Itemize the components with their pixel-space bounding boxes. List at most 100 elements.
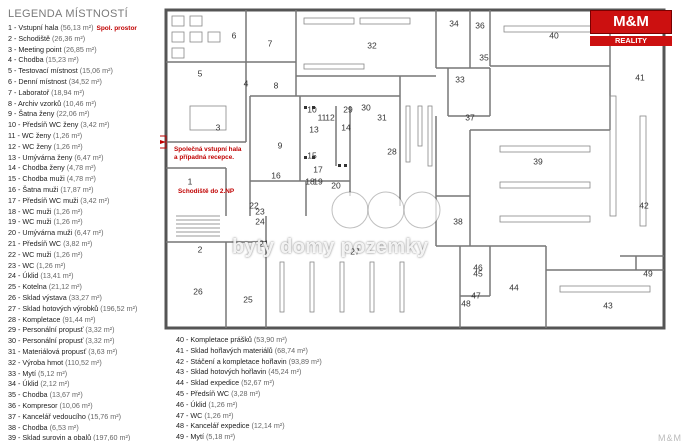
legend-item: 26 - Sklad výstava (33,27 m²): [8, 294, 102, 302]
room-number: 31: [377, 112, 387, 122]
watermark-text: byty domy pozemky: [232, 236, 429, 258]
legend-item: 46 - Úklid (1,26 m²): [176, 399, 238, 409]
legend-item-area: (45,24 m²): [268, 367, 302, 377]
room-number: 45: [473, 268, 483, 278]
legend-item-label: 34 - Úklid: [8, 379, 41, 389]
legend-item: 48 - Kancelář expedice (12,14 m²): [176, 422, 285, 430]
legend-item: 32 - Výroba hmot (110,52 m²): [8, 358, 102, 367]
legend-item: 34 - Úklid (2,12 m²): [8, 380, 70, 388]
room-number: 28: [387, 146, 397, 156]
legend-item: 22 - WC muži (1,26 m²): [8, 249, 83, 259]
legend-item-area: (1,26 m²): [53, 217, 83, 227]
legend-item-label: 14 - Chodba ženy: [8, 163, 67, 173]
legend-item-area: (15,76 m²): [87, 411, 122, 421]
room-number: 40: [549, 30, 559, 40]
legend-item-area: (26,36 m²): [51, 33, 86, 43]
room-number: 30: [361, 102, 371, 112]
equipment-outlines: [171, 15, 651, 313]
legend-item-area: (56,13 m²): [60, 23, 94, 32]
legend-item-area: (1,26 m²): [53, 141, 83, 151]
legend-item-label: 47 - WC: [176, 410, 205, 420]
room-number: 39: [533, 156, 543, 166]
room-number: 13: [309, 124, 319, 134]
legend-item-area: (33,27 m²): [68, 293, 102, 302]
legend-item-area: (1,26 m²): [208, 399, 238, 409]
legend-item: 44 - Sklad expedice (52,67 m²): [176, 379, 274, 387]
room-legend-continued: 40 - Kompletace prášků (53,90 m²)41 - Sk…: [172, 336, 372, 444]
legend-item-label: 23 - WC: [8, 260, 37, 270]
legend-item: 18 - WC muži (1,26 m²): [8, 206, 83, 216]
entrance-arrow: [160, 135, 167, 149]
legend-item-area: (13,67 m²): [49, 390, 83, 400]
legend-item: 24 - Úklid (13,41 m²): [8, 272, 74, 280]
legend-item-label: 18 - WC muži: [8, 206, 54, 216]
legend-item-area: (5,12 m²): [37, 368, 68, 378]
legend-item-label: 9 - Šatna ženy: [8, 109, 57, 119]
legend-item-label: 20 - Umývárna muži: [8, 228, 75, 238]
legend-item: 6 - Denní místnost (34,52 m²): [8, 78, 102, 86]
legend-item: 33 - Mytí (5,12 m²): [8, 368, 68, 378]
room-number: 42: [639, 200, 649, 210]
room-number: 32: [367, 40, 377, 50]
legend-item: 41 - Sklad hořlavých materiálů (68,74 m²…: [176, 345, 308, 355]
legend-item-label: 35 - Chodba: [8, 390, 50, 400]
legend-item-label: 13 - Umývárna ženy: [8, 152, 75, 162]
legend-item: 7 - Laboratoř (18,94 m²): [8, 87, 84, 97]
legend-item-label: 10 - Předsíň WC ženy: [8, 120, 81, 130]
room-number: 46: [473, 262, 483, 272]
room-number: 48: [461, 298, 471, 308]
legend-item-area: (12,14 m²): [251, 421, 285, 431]
room-number: 1: [188, 176, 193, 186]
legend-item: 39 - Sklad surovin a obalů (197,60 m²): [8, 434, 130, 441]
room-number: 20: [331, 180, 341, 190]
legend-item: 29 - Personální propusť (3,32 m²): [8, 326, 115, 334]
legend-item: 25 - Kotelna (21,12 m²): [8, 283, 82, 291]
room-number: 34: [449, 18, 459, 28]
legend-item-area: (2,12 m²): [40, 379, 70, 389]
legend-item: 35 - Chodba (13,67 m²): [8, 391, 83, 399]
stairs: [176, 215, 220, 237]
legend-item-label: 7 - Laboratoř: [8, 87, 52, 97]
legend-item-area: (3,63 m²): [88, 347, 118, 356]
room-number: 43: [603, 300, 613, 310]
legend-item-label: 28 - Kompletace: [8, 314, 63, 324]
legend-item-area: (15,23 m²): [45, 55, 79, 65]
legend-item: 10 - Předsíň WC ženy (3,42 m²): [8, 121, 109, 129]
legend-item-area: (197,60 m²): [93, 433, 131, 441]
legend-item-area: (10,06 m²): [59, 401, 93, 410]
legend-item-area: (3,82 m²): [63, 239, 93, 248]
legend-item-area: (3,32 m²): [85, 336, 115, 346]
room-number: 17: [313, 164, 323, 174]
room-number: 22: [249, 200, 259, 210]
legend-item-label: 26 - Sklad výstava: [8, 293, 69, 302]
legend-item-area: (4,78 m²): [66, 163, 96, 173]
room-number: 44: [509, 282, 519, 292]
room-number: 49: [643, 268, 653, 278]
room-number: 47: [471, 290, 481, 300]
room-number: 29: [343, 104, 353, 114]
legend-item-label: 48 - Kancelář expedice: [176, 421, 252, 431]
room-number: 33: [455, 74, 465, 84]
legend-item-label: 38 - Chodba: [8, 422, 50, 432]
legend-item: 19 - WC muži (1,26 m²): [8, 218, 83, 226]
legend-item: 1 - Vstupní hala (56,13 m²)Spol. prostor: [8, 24, 137, 33]
legend-item-label: 22 - WC muži: [8, 249, 54, 259]
room-number: 38: [453, 216, 463, 226]
legend-item-label: 43 - Sklad hotových hořlavin: [176, 367, 269, 377]
legend-item-area: (93,89 m²): [288, 356, 322, 366]
brand-logo: M&M REALITY: [590, 10, 672, 50]
room-number: 12: [325, 112, 335, 122]
legend-item-label: 37 - Kancelář vedoucího: [8, 411, 88, 421]
legend-item-label: 41 - Sklad hořlavých materiálů: [176, 345, 275, 355]
legend-item-area: (52,67 m²): [241, 378, 275, 388]
room-number: 7: [268, 38, 273, 48]
legend-item-area: (15,06 m²): [79, 66, 113, 76]
legend-item: 36 - Kompresor (10,06 m²): [8, 402, 93, 410]
legend-item-area: (68,74 m²): [274, 345, 308, 355]
legend-item: 11 - WC ženy (1,26 m²): [8, 132, 82, 140]
legend-item: 49 - Mytí (5,18 m²): [176, 433, 235, 441]
legend-title: LEGENDA MÍSTNOSTÍ: [8, 8, 129, 20]
legend-item-label: 25 - Kotelna: [8, 282, 49, 292]
